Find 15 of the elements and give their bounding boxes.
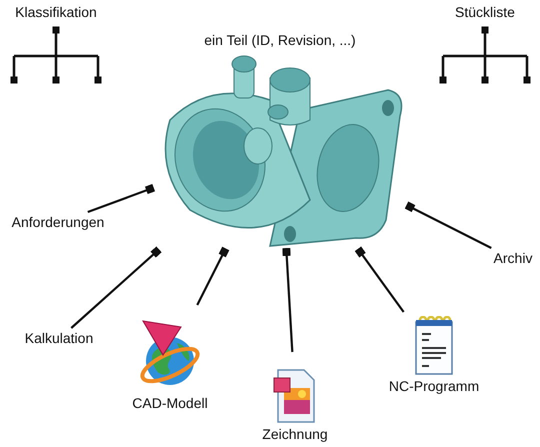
connector-line bbox=[87, 184, 156, 214]
connector-line bbox=[354, 246, 405, 313]
connector-line bbox=[70, 246, 162, 329]
node-label: ein Teil (ID, Revision, ...) bbox=[204, 31, 356, 50]
connector-line bbox=[404, 201, 492, 249]
node-label: Kalkulation bbox=[24, 329, 94, 348]
connector-line bbox=[196, 246, 230, 306]
connector-line bbox=[282, 248, 294, 352]
node-label: CAD-Modell bbox=[132, 394, 208, 413]
node-label: Klassifikation bbox=[15, 3, 97, 22]
node-label: NC-Programm bbox=[388, 377, 480, 396]
node-label: Zeichnung bbox=[262, 425, 328, 444]
node-label: Stückliste bbox=[455, 3, 515, 22]
node-label: Anforderungen bbox=[12, 213, 104, 232]
node-label: Archiv bbox=[494, 249, 532, 268]
